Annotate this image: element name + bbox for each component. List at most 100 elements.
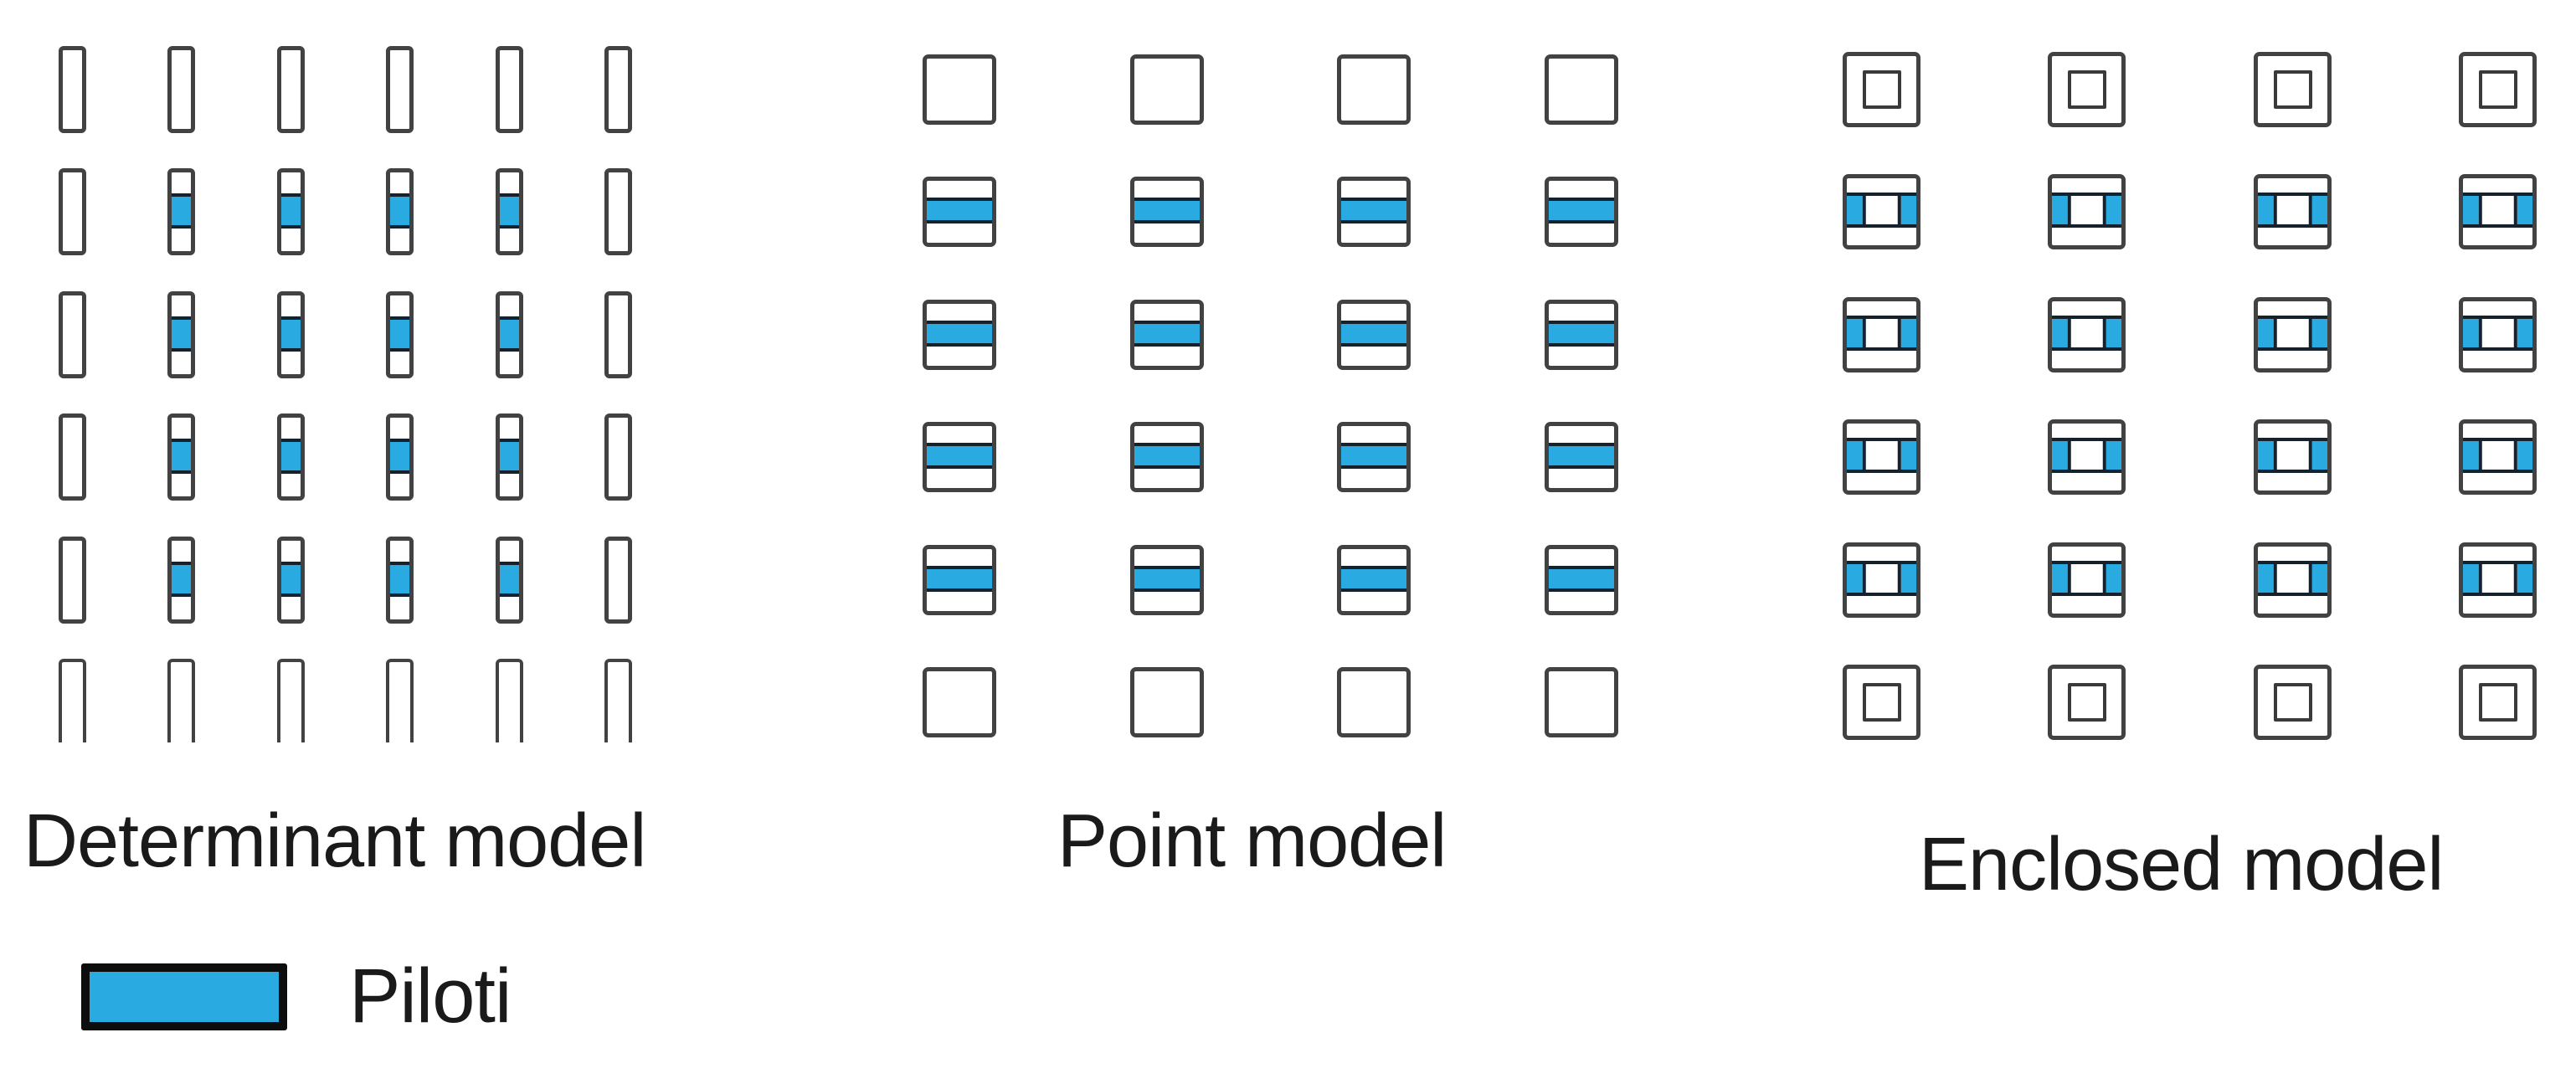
piloti-cell — [1843, 297, 1920, 372]
piloti-cell — [1130, 300, 1204, 370]
model-label-point: Point model — [1057, 799, 1447, 883]
piloti-band — [1847, 192, 1916, 229]
plain-cell — [1843, 52, 1920, 127]
piloti-band — [1847, 437, 1916, 474]
piloti-band — [500, 439, 519, 474]
piloti-cell — [923, 300, 996, 370]
piloti-cell — [2254, 542, 2332, 618]
piloti-band — [927, 320, 992, 347]
piloti-band — [390, 316, 409, 352]
piloti-band — [1341, 565, 1406, 593]
piloti-band — [1847, 560, 1916, 597]
piloti-band — [927, 565, 992, 593]
piloti-cell — [2048, 542, 2126, 618]
model-label-determinant: Determinant model — [23, 799, 646, 883]
plain-cell — [604, 46, 632, 133]
piloti-cell — [1130, 545, 1204, 615]
plain-cell — [1545, 54, 1618, 125]
core-rect — [2273, 318, 2312, 348]
core-rect — [1862, 563, 1901, 593]
core-rect — [2067, 195, 2106, 225]
piloti-cell — [277, 414, 305, 501]
piloti-cell — [277, 291, 305, 378]
core-square — [2067, 683, 2106, 722]
plain-cell — [923, 667, 996, 737]
open-bottom-cell — [59, 659, 86, 742]
piloti-band — [2258, 560, 2327, 597]
piloti-band — [2463, 315, 2532, 352]
plain-cell — [2048, 52, 2126, 127]
open-bottom-cell — [277, 659, 305, 742]
piloti-cell — [496, 414, 523, 501]
piloti-band — [1341, 197, 1406, 224]
plain-cell — [2459, 52, 2537, 127]
plain-cell — [1337, 54, 1411, 125]
piloti-band — [390, 193, 409, 229]
piloti-cell — [923, 422, 996, 492]
core-rect — [2478, 440, 2517, 470]
plain-cell — [2459, 665, 2537, 740]
core-rect — [1862, 195, 1901, 225]
piloti-cell — [923, 177, 996, 247]
piloti-band — [172, 439, 191, 474]
piloti-band — [172, 562, 191, 597]
piloti-band — [1341, 320, 1406, 347]
plain-cell — [923, 54, 996, 125]
plain-cell — [1545, 667, 1618, 737]
piloti-cell — [1843, 419, 1920, 495]
piloti-band — [927, 442, 992, 470]
plain-cell — [59, 291, 86, 378]
piloti-cell — [496, 291, 523, 378]
piloti-cell — [1545, 545, 1618, 615]
piloti-cell — [2459, 419, 2537, 495]
piloti-cell — [496, 168, 523, 255]
piloti-cell — [2459, 542, 2537, 618]
piloti-cell — [277, 537, 305, 624]
core-rect — [1862, 318, 1901, 348]
piloti-cell — [277, 168, 305, 255]
plain-cell — [59, 537, 86, 624]
core-square — [1862, 683, 1901, 722]
piloti-band — [1134, 442, 1200, 470]
core-square — [2273, 70, 2312, 109]
core-square — [2478, 683, 2517, 722]
core-rect — [2273, 195, 2312, 225]
piloti-band — [2258, 437, 2327, 474]
core-rect — [2067, 563, 2106, 593]
plain-cell — [2254, 52, 2332, 127]
piloti-band — [2052, 192, 2121, 229]
piloti-cell — [1337, 545, 1411, 615]
piloti-cell — [1337, 177, 1411, 247]
piloti-band — [2463, 560, 2532, 597]
plain-cell — [1130, 667, 1204, 737]
piloti-band — [1549, 320, 1614, 347]
piloti-band — [1134, 320, 1200, 347]
core-square — [2273, 683, 2312, 722]
core-rect — [2273, 440, 2312, 470]
piloti-cell — [2048, 419, 2126, 495]
piloti-cell — [167, 168, 195, 255]
piloti-band — [172, 193, 191, 229]
piloti-cell — [923, 545, 996, 615]
plain-cell — [59, 414, 86, 501]
plain-cell — [604, 537, 632, 624]
piloti-band — [172, 316, 191, 352]
piloti-band — [1134, 565, 1200, 593]
plain-cell — [604, 291, 632, 378]
model-label-enclosed: Enclosed model — [1919, 823, 2444, 907]
plain-cell — [496, 46, 523, 133]
plain-cell — [604, 414, 632, 501]
core-square — [1862, 70, 1901, 109]
piloti-band — [2052, 437, 2121, 474]
piloti-cell — [167, 414, 195, 501]
plain-cell — [167, 46, 195, 133]
piloti-band — [2052, 315, 2121, 352]
legend-piloti-swatch — [81, 963, 287, 1030]
piloti-band — [2463, 192, 2532, 229]
piloti-band — [500, 562, 519, 597]
piloti-band — [390, 439, 409, 474]
piloti-band — [1549, 565, 1614, 593]
piloti-band — [281, 193, 301, 229]
piloti-band — [500, 316, 519, 352]
